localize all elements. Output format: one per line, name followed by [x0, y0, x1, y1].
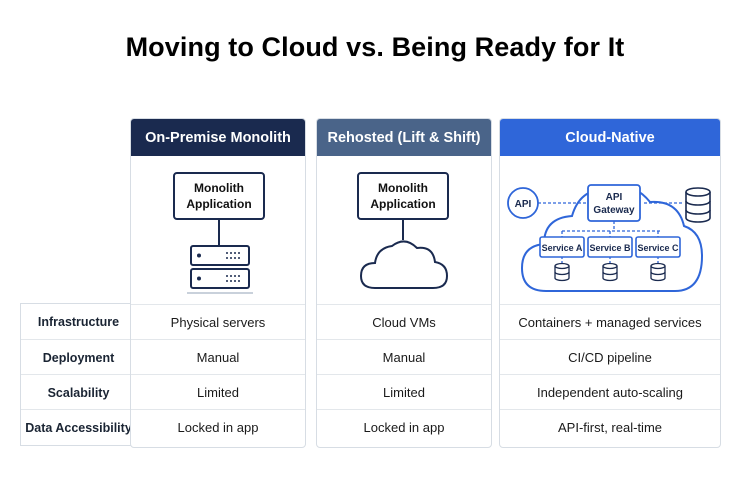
- column-header-on-premise: On-Premise Monolith: [131, 119, 305, 156]
- service-b-label: Service B: [589, 243, 631, 253]
- cell-onprem-infrastructure: Physical servers: [131, 304, 305, 340]
- column-header-rehosted: Rehosted (Lift & Shift): [317, 119, 491, 156]
- monolith-box-line2: Application: [186, 197, 251, 211]
- column-header-cloud-native: Cloud-Native: [500, 119, 720, 156]
- cell-rehosted-data-accessibility: Locked in app: [317, 409, 491, 445]
- cell-cloudnative-scalability: Independent auto-scaling: [500, 374, 720, 410]
- cloud-native-diagram: API API Gateway Service A Service B Serv…: [507, 184, 711, 292]
- row-label-infrastructure: Infrastructure: [37, 314, 120, 329]
- row-labels: Infrastructure Deployment Scalability Da…: [20, 303, 136, 446]
- monolith-app-box: [173, 172, 265, 220]
- rehosted-box-line2: Application: [370, 197, 435, 211]
- column-rehosted: Rehosted (Lift & Shift) Monolith Applica…: [316, 118, 492, 448]
- gateway-line1: API: [606, 192, 623, 203]
- rehosted-app-box: [357, 172, 449, 220]
- monolith-box-line1: Monolith: [194, 181, 244, 195]
- cell-rehosted-infrastructure: Cloud VMs: [317, 304, 491, 340]
- cell-onprem-deployment: Manual: [131, 339, 305, 375]
- cell-rehosted-deployment: Manual: [317, 339, 491, 375]
- column-on-premise: On-Premise Monolith Monolith Application…: [130, 118, 306, 448]
- cell-onprem-data-accessibility: Locked in app: [131, 409, 305, 445]
- cell-cloudnative-data-accessibility: API-first, real-time: [500, 409, 720, 445]
- service-b-database-icon: [602, 262, 618, 282]
- service-a-label: Service A: [542, 243, 583, 253]
- column-cloud-native: Cloud-Native API API Gateway Service A S…: [499, 118, 721, 448]
- server-rack-icon: [187, 245, 253, 294]
- cell-rehosted-scalability: Limited: [317, 374, 491, 410]
- row-label-data-accessibility: Data Accessibility: [21, 409, 136, 445]
- rehosted-box-line1: Monolith: [378, 181, 428, 195]
- monolith-server-diagram: Monolith Application: [173, 172, 265, 294]
- service-c-label: Service C: [637, 243, 679, 253]
- rehosted-cloud-diagram: Monolith Application: [357, 172, 449, 289]
- row-label-deployment: Deployment: [21, 339, 136, 375]
- service-c-database-icon: [650, 262, 666, 282]
- database-icon: [685, 187, 711, 223]
- cell-cloudnative-deployment: CI/CD pipeline: [500, 339, 720, 375]
- row-label-scalability: Scalability: [21, 374, 136, 410]
- cloud-icon: [359, 240, 449, 289]
- cell-cloudnative-infrastructure: Containers + managed services: [500, 304, 720, 340]
- cell-onprem-scalability: Limited: [131, 374, 305, 410]
- api-label: API: [515, 199, 532, 210]
- page-title: Moving to Cloud vs. Being Ready for It: [125, 32, 625, 62]
- gateway-line2: Gateway: [593, 205, 635, 216]
- service-a-database-icon: [554, 262, 570, 282]
